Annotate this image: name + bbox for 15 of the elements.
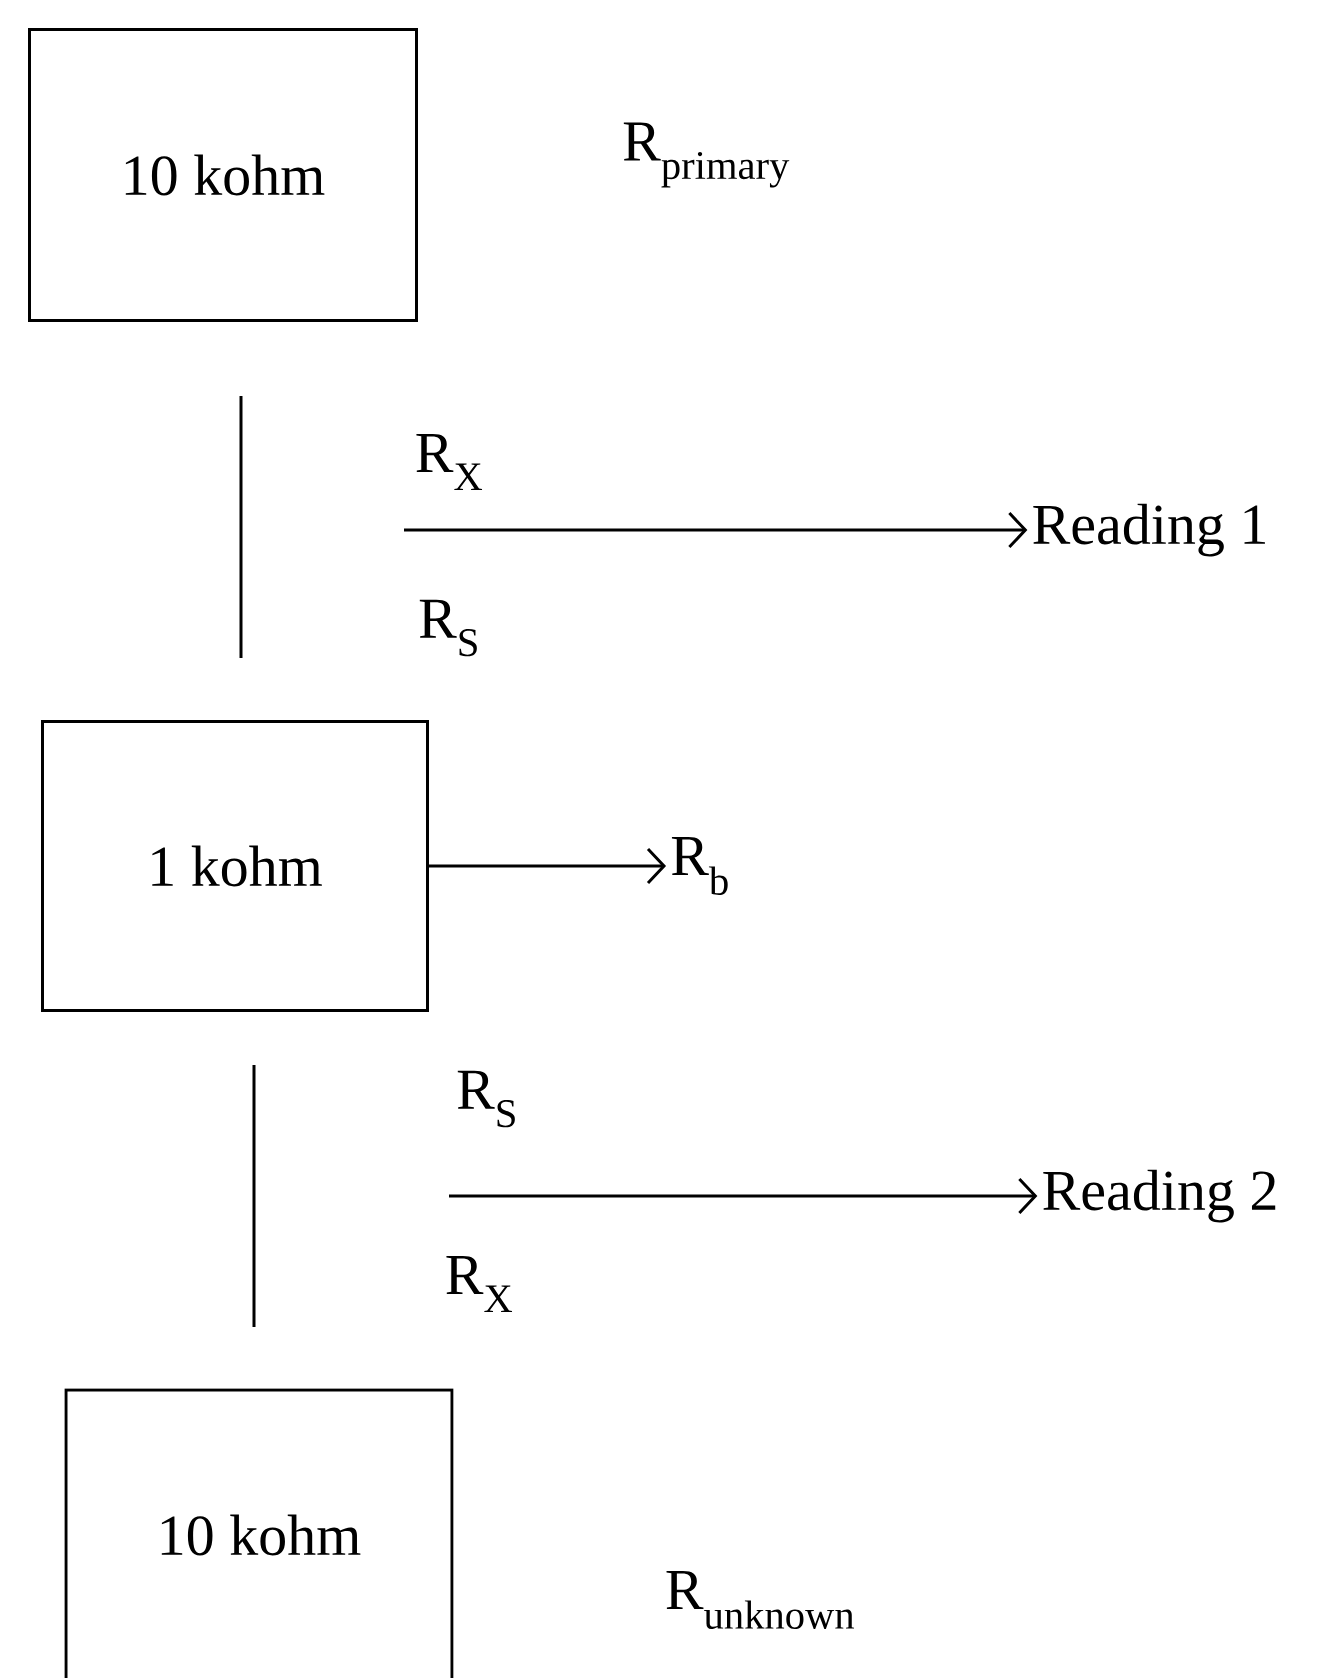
resistor-box: 1 kohm	[41, 720, 429, 1012]
arrow	[404, 512, 1028, 549]
resistor-box: 10 kohm	[28, 28, 418, 322]
resistor-name: R$_{primary}$	[623, 122, 790, 188]
resistor-name: R$_{unknown}$	[666, 1571, 855, 1629]
reading-label: Reading 1	[1033, 503, 1265, 557]
reading-label: Reading 2	[1043, 1169, 1276, 1223]
resistor-label: R$_{b}$	[671, 837, 728, 895]
resistor-box: 10 kohm	[64, 1388, 454, 1678]
arrow	[449, 1178, 1038, 1215]
arrow	[429, 848, 667, 885]
terminal-label: R$_{X}$	[446, 1256, 512, 1312]
terminal-label: R$_{S}$	[419, 599, 477, 657]
terminal-label: R$_{S}$	[457, 1070, 515, 1128]
terminal-label: R$_{X}$	[416, 434, 482, 490]
